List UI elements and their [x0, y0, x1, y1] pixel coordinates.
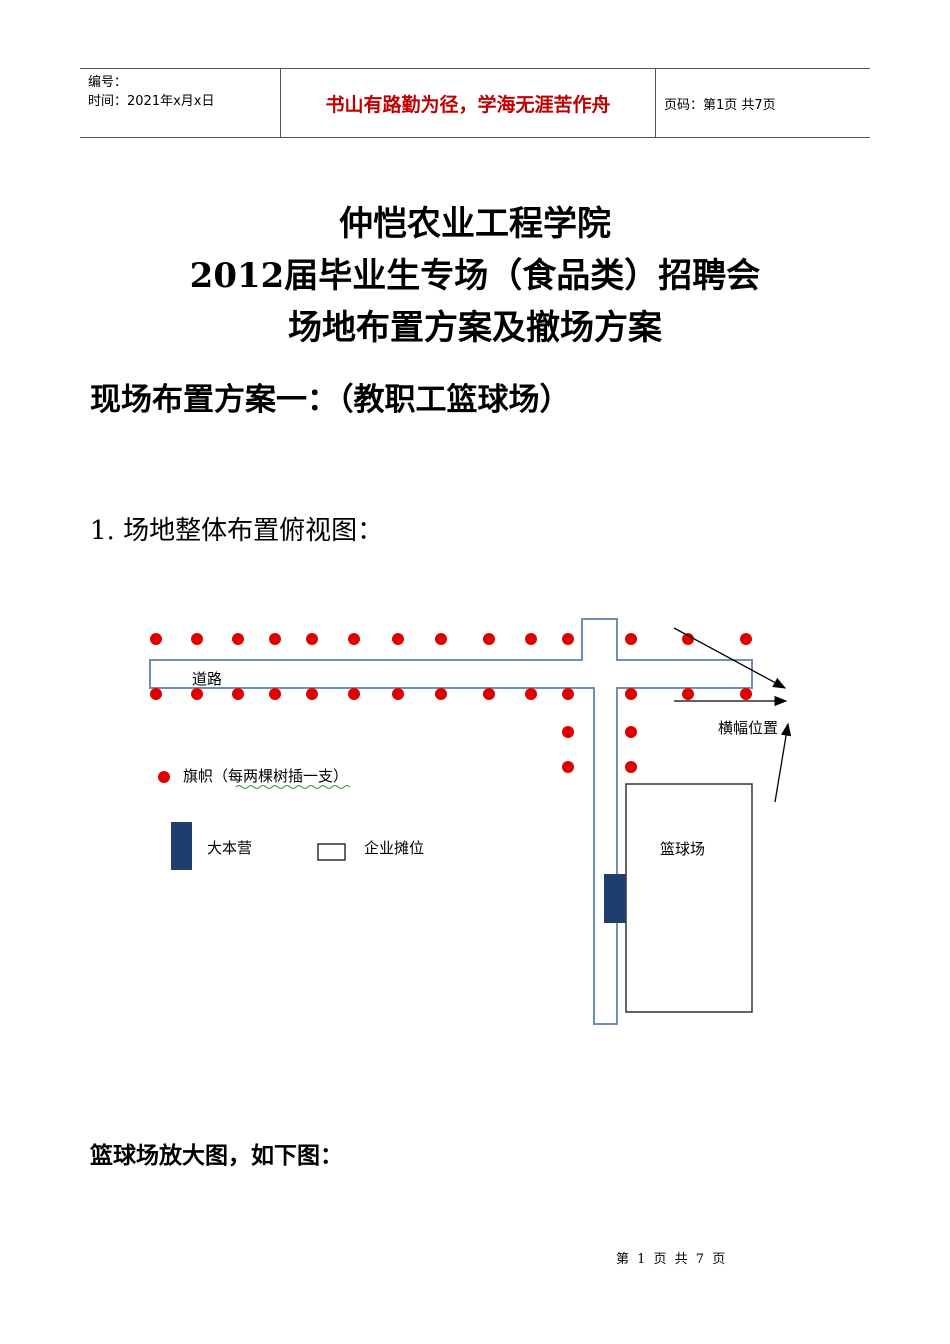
road-outline — [149, 618, 753, 1025]
flag-marker — [682, 688, 694, 700]
flag-marker — [392, 633, 404, 645]
flag-marker — [348, 633, 360, 645]
flag-marker — [740, 633, 752, 645]
legend-booth-label: 企业摊位 — [364, 839, 424, 857]
flag-marker — [392, 688, 404, 700]
flags-group — [150, 633, 752, 773]
header-motto: 书山有路勤为径，学海无涯苦作舟 — [280, 69, 656, 137]
enlarge-caption: 篮球场放大图，如下图： — [90, 1142, 343, 1169]
flag-marker — [525, 633, 537, 645]
flag-marker — [306, 633, 318, 645]
legend-flag-icon — [158, 771, 170, 783]
headquarters-block — [604, 874, 626, 923]
section-heading: 1. 场地整体布置俯视图： — [90, 516, 384, 546]
legend-hq-label: 大本营 — [207, 839, 252, 857]
flag-marker — [435, 633, 447, 645]
flag-marker — [625, 688, 637, 700]
flag-marker — [150, 688, 162, 700]
flag-marker — [525, 688, 537, 700]
flag-marker — [348, 688, 360, 700]
legend-booth-icon — [317, 843, 346, 861]
flag-marker — [625, 726, 637, 738]
title-line-1: 仲恺农业工程学院 — [339, 204, 611, 244]
legend-hq-icon — [171, 822, 192, 870]
court-label: 篮球场 — [660, 840, 705, 858]
flag-marker — [269, 688, 281, 700]
flag-marker — [682, 633, 694, 645]
banner-arrow — [774, 722, 792, 803]
flag-marker — [191, 688, 203, 700]
plan-heading: 现场布置方案一：（教职工篮球场） — [90, 382, 571, 418]
flag-marker — [740, 688, 752, 700]
page-header: 编号： 时间：2021年x月x日 书山有路勤为径，学海无涯苦作舟 页码：第1页 … — [80, 68, 870, 138]
flag-marker — [191, 633, 203, 645]
header-page-info: 页码：第1页 共7页 — [664, 97, 776, 113]
flag-marker — [269, 633, 281, 645]
banner-arrows — [673, 627, 792, 803]
time-label: 时间：2021年x月x日 — [88, 94, 215, 109]
flag-marker — [562, 633, 574, 645]
flag-marker — [232, 633, 244, 645]
flag-marker — [625, 761, 637, 773]
flag-marker — [562, 688, 574, 700]
legend-flag-label: 旗帜（每两棵树插一支） — [183, 767, 348, 785]
spellcheck-underline — [235, 785, 351, 789]
flag-marker — [483, 688, 495, 700]
flag-marker — [435, 688, 447, 700]
flag-marker — [150, 633, 162, 645]
header-meta: 编号： 时间：2021年x月x日 — [80, 69, 280, 137]
flag-marker — [625, 633, 637, 645]
flag-marker — [306, 688, 318, 700]
flag-marker — [232, 688, 244, 700]
basketball-court — [625, 783, 753, 1013]
number-label: 编号： — [88, 75, 128, 90]
road-label: 道路 — [192, 670, 222, 688]
flag-marker — [562, 726, 574, 738]
title-line-3: 场地布置方案及撤场方案 — [288, 308, 662, 348]
banner-arrow — [673, 627, 787, 689]
flag-marker — [483, 633, 495, 645]
flag-marker — [562, 761, 574, 773]
title-line-2: 2012届毕业生专场（食品类）招聘会 — [189, 256, 761, 296]
page-footer: 第 1 页 共 7 页 — [616, 1252, 728, 1267]
banner-label: 横幅位置 — [718, 719, 778, 737]
